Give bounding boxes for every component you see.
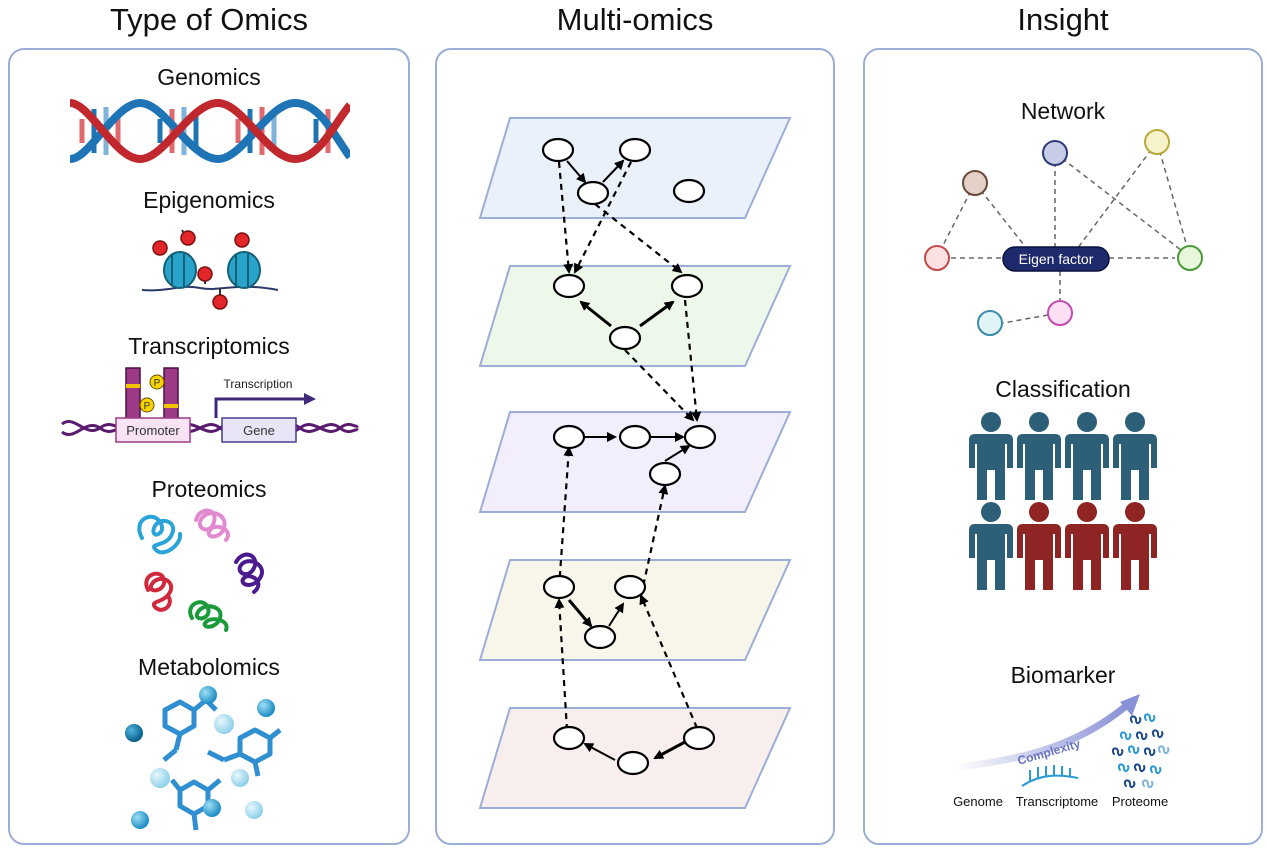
column-title-omics: Type of Omics (109, 2, 309, 37)
within-layer-solid-edges (566, 159, 691, 761)
transcriptome-label: Transcriptome (1016, 794, 1099, 809)
phospho-label-2: P (144, 401, 151, 412)
transcriptomics-label: Transcriptomics (128, 333, 290, 359)
person-row-bottom (969, 502, 1157, 590)
biomarker-complexity-icon: Complexity Genome Transcriptome Proteome (953, 694, 1170, 809)
classification-people-icon (969, 412, 1157, 590)
protein-chains-icon (137, 508, 264, 632)
person-row-top (969, 412, 1157, 500)
dna-rungs (79, 107, 331, 155)
transcription-icon: P P Promoter Gene Transcription (61, 367, 359, 443)
genome-label: Genome (953, 794, 1003, 809)
promoter-box (115, 417, 191, 443)
column-title-multiomics: Multi-omics (556, 2, 714, 37)
layer-genomics-plane (478, 117, 792, 219)
eigen-network-icon: Eigen factor (924, 129, 1203, 336)
dna-helix-icon (70, 98, 350, 164)
gene-box (221, 417, 297, 443)
proteome-label: Proteome (1112, 794, 1168, 809)
insight-panel (863, 48, 1263, 845)
complexity-label: Complexity (1016, 736, 1082, 767)
transcription-label: Transcription (224, 377, 293, 391)
eigen-factor-pill (1002, 246, 1110, 272)
eigen-factor-label: Eigen factor (1019, 251, 1094, 267)
metabolites-icon (125, 686, 282, 831)
phospho-label-1: P (154, 378, 161, 389)
network-nodes (541, 137, 717, 776)
transcriptome-rna-icon (1021, 765, 1079, 787)
multiomics-network-diagram (478, 117, 792, 809)
classification-label: Classification (995, 376, 1131, 402)
layer-epigenomics-plane (478, 265, 792, 367)
metabolomics-label: Metabolomics (138, 654, 280, 680)
nucleosome-icon (141, 229, 279, 310)
column-title-insight: Insight (1017, 2, 1109, 37)
network-label: Network (1020, 98, 1106, 124)
dna-strand-red (70, 98, 350, 164)
proteomics-label: Proteomics (151, 476, 267, 502)
biomarker-label: Biomarker (1010, 662, 1116, 688)
gene-label: Gene (243, 423, 275, 438)
layer-proteomics-plane (478, 559, 792, 661)
dna-strand-blue (70, 98, 350, 164)
proteome-protein-cluster (1111, 713, 1170, 789)
genomics-label: Genomics (157, 64, 261, 90)
omics-panel (8, 48, 410, 845)
epigenomics-label: Epigenomics (143, 187, 275, 213)
promoter-label: Promoter (126, 423, 180, 438)
cross-layer-dashed-edges (554, 161, 702, 731)
